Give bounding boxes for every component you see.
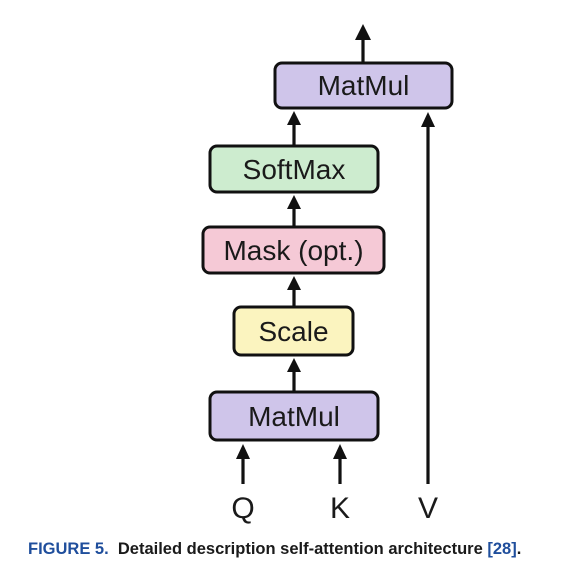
arrow-mask-to-softmax [287,195,301,227]
box-matmul-bottom: MatMul [208,390,380,442]
box-softmax: SoftMax [208,144,380,194]
box-mask: Mask (opt.) [201,225,386,275]
arrow-softmax-to-matmul [287,111,301,146]
input-k-label: K [330,492,350,525]
caption-text: Detailed description self-attention arch… [117,540,483,558]
arrow-matmul-to-scale [287,358,301,392]
box-softmax-label: SoftMax [243,154,346,185]
box-scale: Scale [232,305,355,357]
box-scale-label: Scale [258,316,328,347]
arrow-scale-to-mask [287,276,301,307]
figure-number: FIGURE 5. [28,540,109,558]
input-q-label: Q [231,492,254,525]
caption-end: . [516,540,522,558]
box-matmul-top-label: MatMul [318,70,410,101]
arrows [236,24,435,484]
box-matmul-bottom-label: MatMul [248,401,340,432]
arrow-output [355,24,371,63]
citation-link[interactable]: [28] [487,540,517,558]
input-v-label: V [418,492,438,525]
arrow-v [421,112,435,484]
arrow-k [333,444,347,484]
box-mask-label: Mask (opt.) [223,235,363,266]
box-matmul-top: MatMul [273,61,454,110]
figure-caption: FIGURE 5. Detailed description self-atte… [28,540,521,559]
arrow-q [236,444,250,484]
